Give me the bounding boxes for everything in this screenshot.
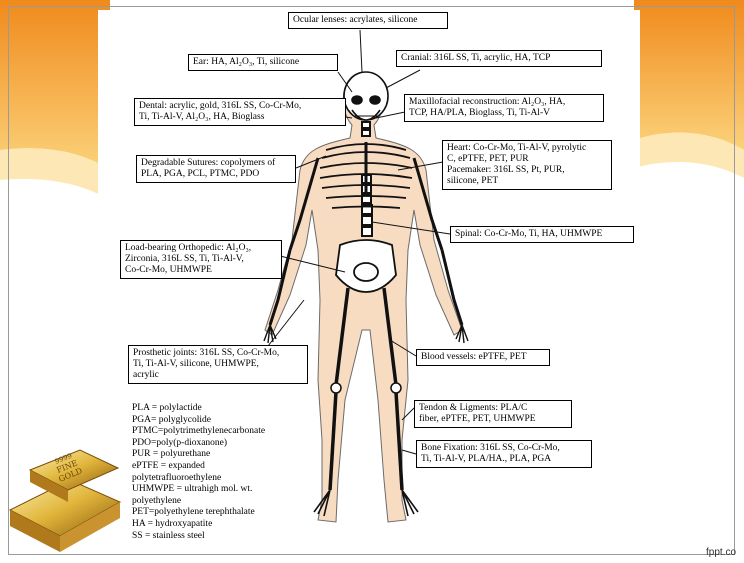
label-degradable-sutures: Degradable Sutures: copolymers of PLA, P… bbox=[136, 155, 296, 183]
legend-item: PGA= polyglycolide bbox=[132, 415, 312, 427]
legend-item: PTMC=polytrimethylenecarbonate bbox=[132, 426, 312, 438]
legend-item: SS = stainless steel bbox=[132, 531, 312, 543]
watermark: fppt.co bbox=[706, 547, 736, 558]
gold-bar-image: 9999 FINE GOLD bbox=[0, 440, 130, 560]
label-spinal: Spinal: Co-Cr-Mo, Ti, HA, UHMWPE bbox=[450, 226, 634, 243]
legend-item: polyethylene bbox=[132, 496, 312, 508]
label-heart-pacemaker: Heart: Co-Cr-Mo, Ti-Al-V, pyrolytic C, e… bbox=[442, 140, 612, 190]
legend-item: HA = hydroxyapatite bbox=[132, 519, 312, 531]
skull bbox=[344, 72, 388, 120]
legend-item: PET=polyethylene terephthalate bbox=[132, 507, 312, 519]
legend-item: PUR = polyurethane bbox=[132, 449, 312, 461]
legend-item: PDO=poly(p-dioxanone) bbox=[132, 438, 312, 450]
label-maxillofacial: Maxillofacial reconstruction: Al₂O₃, HA,… bbox=[404, 94, 604, 122]
label-bone-fixation: Bone Fixation: 316L SS, Co-Cr-Mo, Ti, Ti… bbox=[416, 440, 592, 468]
legend-item: polytetrafluoroethylene bbox=[132, 473, 312, 485]
label-prosthetic-joints: Prosthetic joints: 316L SS, Co-Cr-Mo, Ti… bbox=[128, 345, 308, 384]
legend-item: PLA = polylactide bbox=[132, 403, 312, 415]
label-load-bearing-orthopedic: Load-bearing Orthopedic: Al₂O₃, Zirconia… bbox=[120, 240, 282, 279]
label-dental: Dental: acrylic, gold, 316L SS, Co-Cr-Mo… bbox=[134, 98, 346, 126]
legend-item: ePTFE = expanded bbox=[132, 461, 312, 473]
label-ocular-lenses: Ocular lenses: acrylates, silicone bbox=[288, 12, 448, 29]
label-ear: Ear: HA, Al₂O₃, Ti, silicone bbox=[188, 54, 338, 71]
pelvis bbox=[336, 240, 396, 292]
abbreviation-legend: PLA = polylactide PGA= polyglycolide PTM… bbox=[132, 403, 312, 542]
legend-item: UHMWPE = ultrahigh mol. wt. bbox=[132, 484, 312, 496]
label-blood-vessels: Blood vessels: ePTFE, PET bbox=[416, 349, 550, 366]
label-cranial: Cranial: 316L SS, Ti, acrylic, HA, TCP bbox=[396, 50, 602, 67]
label-tendon-ligaments: Tendon & Ligments: PLA/C fiber, ePTFE, P… bbox=[414, 400, 572, 428]
